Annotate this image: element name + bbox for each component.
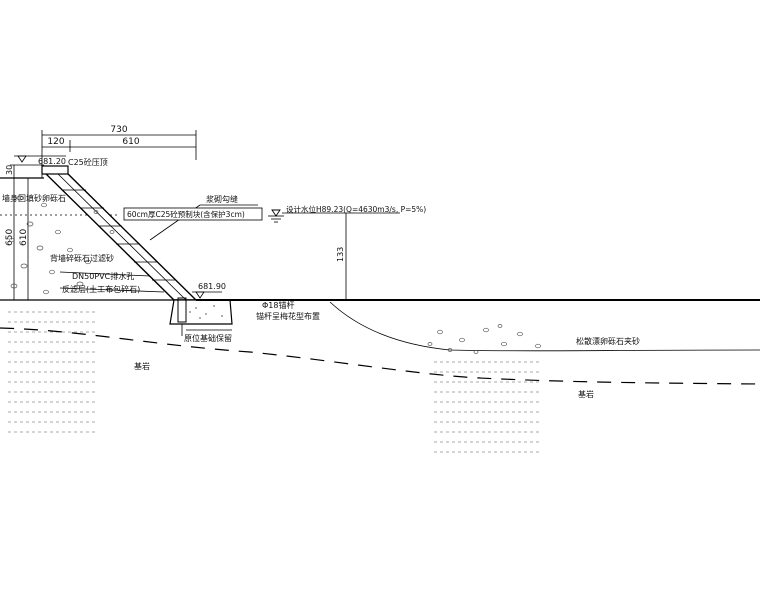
backfill-gravel-pattern: [9, 195, 115, 295]
dimension-top-left: 120: [47, 137, 64, 147]
label-face-spec: 60cm厚C25砼预制块(含保护3cm): [127, 209, 245, 219]
wall-inner-line: [55, 171, 187, 301]
label-left-fill: 墙身回填砂卵砾石: [2, 193, 66, 203]
face-spec-box: [123, 207, 263, 221]
water-height-value: 133: [336, 247, 345, 262]
dimension-top-right: 610: [122, 137, 139, 147]
toe-elevation-triangle-icon: [195, 291, 205, 299]
wall-joint-lines: [62, 189, 176, 281]
dimension-top-total: 730: [110, 125, 127, 135]
callouts: C25砼压顶 墙身回填砂卵砾石 浆砌勾缝 60cm厚C25砼预制块(含保护3cm…: [2, 157, 426, 343]
label-anchor-rod: Φ18锚杆: [262, 300, 294, 310]
label-rock-left: 基岩: [134, 361, 150, 371]
right-rock-block: 基岩: [434, 361, 594, 453]
label-inverted-filter: 反滤层(土工布包碎石): [62, 284, 140, 294]
label-filter-layer: 背墙碎砾石过滤砂: [50, 253, 114, 263]
crest-elevation-triangle-icon: [17, 155, 27, 163]
toe-concrete-dots: [189, 305, 223, 319]
elevation-markers: 681.20 681.90: [14, 155, 226, 299]
toe-foundation: [169, 299, 233, 325]
label-anchor-note: 锚杆呈梅花型布置: [256, 311, 320, 321]
label-design-water: 设计水位H89.23(Q=4630m3/s, P=5%): [286, 204, 426, 214]
label-crest-cap: C25砼压顶: [68, 157, 108, 167]
dimension-left-small: 30: [5, 165, 14, 175]
dimension-left-inner: 610: [19, 229, 29, 246]
dimension-left-total: 650: [5, 229, 15, 246]
right-gravel-pattern: [427, 324, 541, 354]
left-rock-block: 基岩: [8, 311, 150, 433]
label-pipe-spec: DN50PVC排水孔: [72, 271, 134, 281]
toe-elevation-value: 681.90: [198, 282, 226, 291]
water-level-triangle-icon: [271, 209, 281, 217]
label-rock-right: 基岩: [578, 389, 594, 399]
right-rock-hatching: [434, 361, 540, 453]
toe-anchor-block: [177, 297, 187, 323]
crest-elevation-value: 681.20: [38, 157, 66, 166]
bedrock-interface-line: [0, 327, 760, 385]
label-grout-joint: 浆砌勾缝: [206, 194, 238, 204]
drain-pipes: [59, 271, 165, 293]
crest-cap: [41, 165, 69, 175]
left-dimension-group: 30 650 610: [5, 164, 44, 300]
label-sand-gravel: 松散漂卵砾石夹砂: [576, 336, 640, 346]
left-rock-hatching: [8, 311, 96, 433]
design-water-level: 133: [268, 209, 400, 300]
label-foundation-note: 原位基础保留: [184, 333, 232, 343]
top-dimension-group: 730 120 610: [41, 125, 197, 178]
riverbed-profile-line: [329, 301, 760, 352]
